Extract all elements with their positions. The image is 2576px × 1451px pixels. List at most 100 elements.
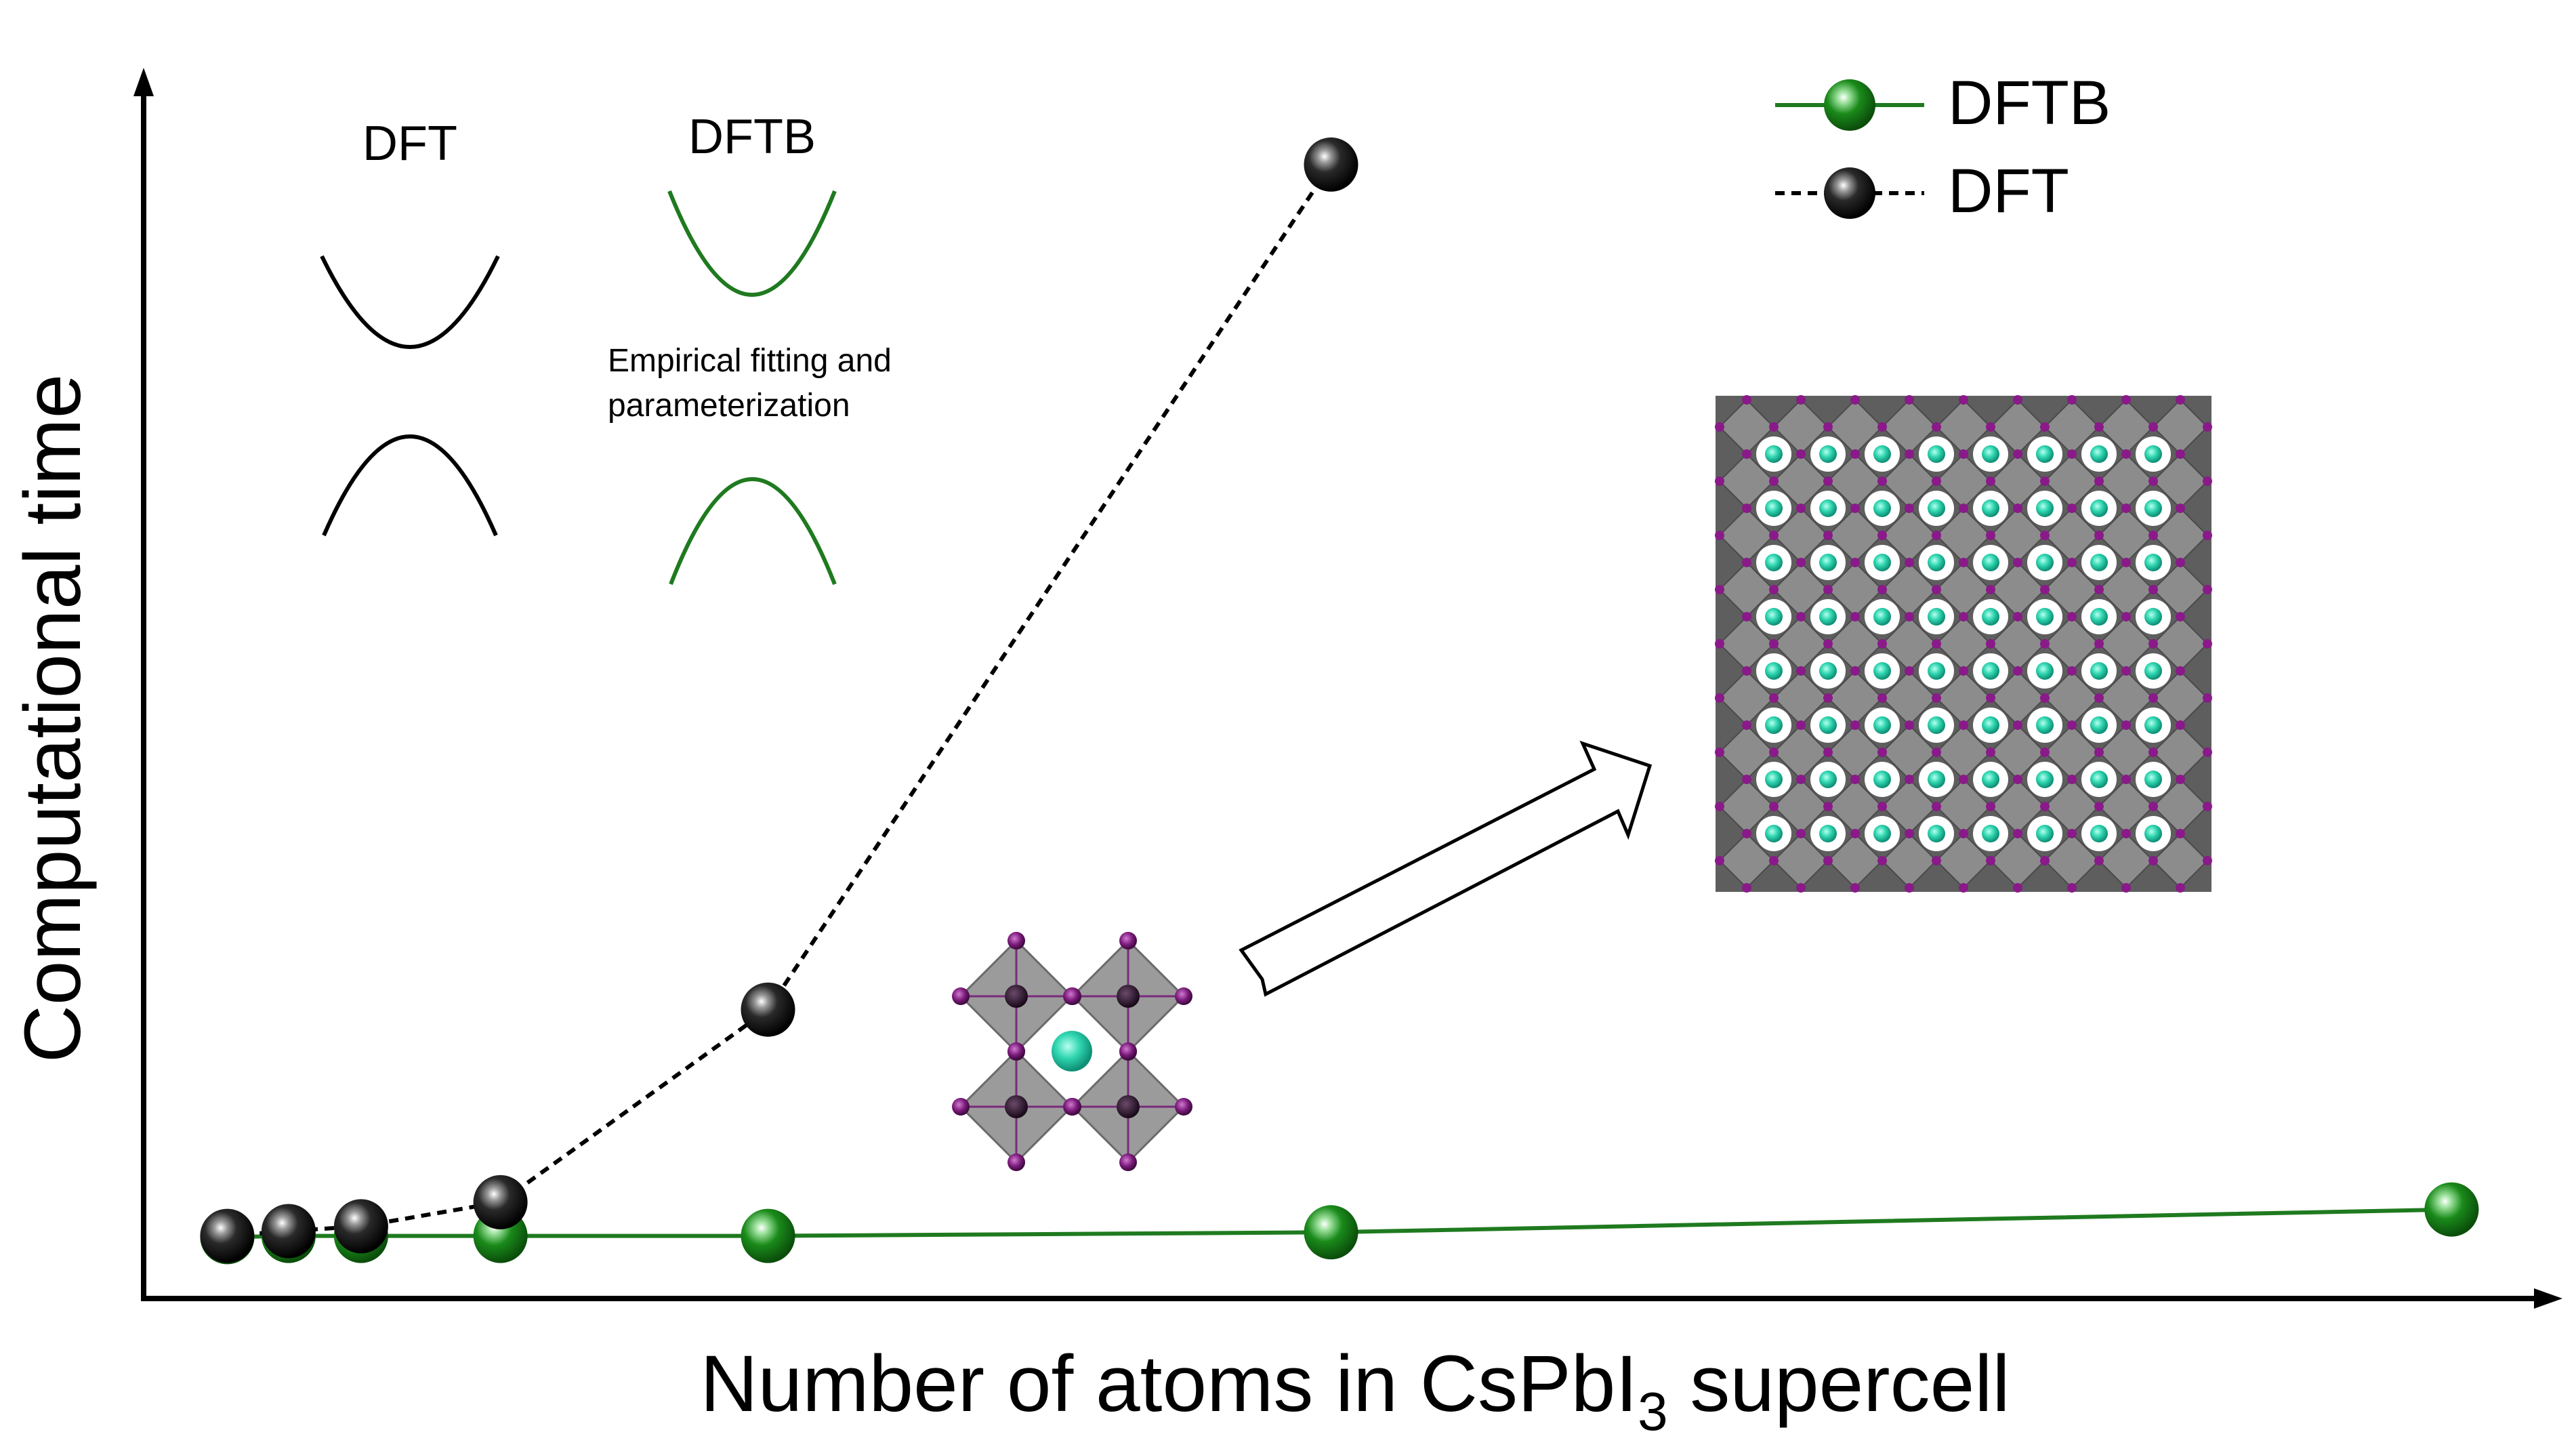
series-dft	[200, 137, 1358, 1263]
supercell-iodine-atom	[1796, 558, 1806, 567]
supercell-iodine-atom	[2203, 856, 2212, 865]
supercell-cesium-atom	[1873, 662, 1891, 680]
supercell-iodine-atom	[2121, 449, 2131, 459]
supercell-iodine-atom	[1986, 856, 1995, 865]
supercell-cesium-atom	[2036, 662, 2054, 680]
supercell-iodine-atom	[2148, 639, 2158, 649]
supercell-iodine-atom	[1796, 829, 1806, 838]
supercell-iodine-atom	[2148, 585, 2158, 594]
supercell-iodine-atom	[1769, 693, 1779, 703]
supercell-iodine-atom	[1850, 666, 1860, 676]
supercell-iodine-atom	[2121, 720, 2131, 730]
supercell-cesium-atom	[1982, 771, 1999, 788]
zoom-arrow	[1239, 740, 1653, 997]
supercell-iodine-atom	[1986, 802, 1995, 811]
supercell-iodine-atom	[1715, 748, 1724, 757]
dft-band-label: DFT	[362, 117, 457, 171]
supercell-cesium-atom	[2144, 771, 2162, 788]
supercell-iodine-atom	[1959, 449, 1968, 459]
supercell-cesium-atom	[2144, 608, 2162, 626]
legend-dft-label: DFT	[1948, 157, 2069, 226]
legend-dftb-label: DFTB	[1948, 68, 2111, 138]
supercell-iodine-atom	[1959, 504, 1968, 513]
supercell-iodine-atom	[1932, 585, 1941, 594]
supercell-iodine-atom	[1850, 395, 1860, 405]
supercell-iodine-atom	[2040, 422, 2050, 432]
supercell-iodine-atom	[1905, 558, 1914, 567]
supercell-cesium-atom	[1928, 499, 1945, 517]
dft-conduction-band-curve	[320, 255, 500, 349]
supercell-iodine-atom	[1959, 666, 1968, 676]
iodine-atom	[1007, 1042, 1025, 1060]
supercell-iodine-atom	[1715, 639, 1724, 649]
legend-dft-marker	[1824, 167, 1875, 219]
supercell-iodine-atom	[1877, 639, 1887, 649]
supercell-iodine-atom	[2094, 693, 2104, 703]
supercell-iodine-atom	[1932, 422, 1941, 432]
supercell-cesium-atom	[2144, 499, 2162, 517]
supercell-iodine-atom	[1959, 883, 1968, 893]
supercell-iodine-atom	[1742, 883, 1751, 893]
supercell-iodine-atom	[2094, 585, 2104, 594]
supercell-iodine-atom	[2067, 775, 2077, 784]
y-axis-label: Computational time	[8, 374, 98, 1063]
series-dft-point	[1304, 137, 1358, 192]
series-dftb-point	[1304, 1205, 1358, 1260]
supercell-iodine-atom	[1959, 775, 1968, 784]
supercell-iodine-atom	[1877, 531, 1887, 540]
supercell-iodine-atom	[1823, 856, 1833, 865]
supercell-iodine-atom	[1769, 856, 1779, 865]
supercell-iodine-atom	[2013, 395, 2022, 405]
supercell-iodine-atom	[1959, 829, 1968, 838]
supercell-cesium-atom	[1819, 445, 1837, 463]
supercell-iodine-atom	[2176, 666, 2185, 676]
supercell-iodine-atom	[2067, 720, 2077, 730]
supercell-iodine-atom	[2176, 612, 2185, 621]
supercell-cesium-atom	[2036, 716, 2054, 734]
supercell-cesium-atom	[1819, 554, 1837, 571]
supercell-cesium-atom	[1819, 499, 1837, 517]
supercell-iodine-atom	[2013, 666, 2022, 676]
supercell-iodine-atom	[1850, 720, 1860, 730]
supercell-iodine-atom	[2203, 476, 2212, 486]
supercell-iodine-atom	[2040, 476, 2050, 486]
axes	[133, 68, 2562, 1309]
supercell-iodine-atom	[2013, 558, 2022, 567]
supercell-iodine-atom	[1986, 748, 1995, 757]
supercell-iodine-atom	[2121, 504, 2131, 513]
supercell-iodine-atom	[1715, 693, 1724, 703]
supercell-iodine-atom	[2094, 748, 2104, 757]
lead-atom	[1117, 1095, 1140, 1118]
dft-valence-band-curve	[322, 434, 498, 537]
supercell-iodine-atom	[1823, 802, 1833, 811]
iodine-atom	[1119, 1042, 1137, 1060]
fitting-note-line2: parameterization	[608, 388, 850, 424]
supercell-iodine-atom	[2121, 558, 2131, 567]
supercell-cesium-atom	[1982, 608, 1999, 626]
iodine-atom	[1064, 987, 1081, 1005]
supercell-iodine-atom	[2176, 775, 2185, 784]
supercell-iodine-atom	[1850, 612, 1860, 621]
supercell-iodine-atom	[2203, 639, 2212, 649]
supercell-iodine-atom	[2176, 504, 2185, 513]
supercell-cesium-atom	[2144, 662, 2162, 680]
x-axis-label-main: Number of atoms in CsPbI	[700, 1339, 1638, 1429]
supercell-cesium-atom	[1873, 499, 1891, 517]
supercell-iodine-atom	[2094, 531, 2104, 540]
supercell-iodine-atom	[1905, 612, 1914, 621]
supercell-iodine-atom	[2176, 449, 2185, 459]
supercell-iodine-atom	[2094, 802, 2104, 811]
supercell-iodine-atom	[1850, 775, 1860, 784]
supercell-iodine-atom	[2013, 720, 2022, 730]
iodine-atom	[1119, 1153, 1137, 1171]
x-axis-label-suffix: supercell	[1668, 1339, 2010, 1429]
supercell-iodine-atom	[1932, 748, 1941, 757]
supercell-cesium-atom	[2036, 445, 2054, 463]
supercell-iodine-atom	[1715, 585, 1724, 594]
supercell-iodine-atom	[1905, 829, 1914, 838]
supercell-iodine-atom	[2040, 693, 2050, 703]
supercell-cesium-atom	[2090, 608, 2108, 626]
supercell-iodine-atom	[1877, 748, 1887, 757]
series-dft-point	[741, 982, 795, 1037]
